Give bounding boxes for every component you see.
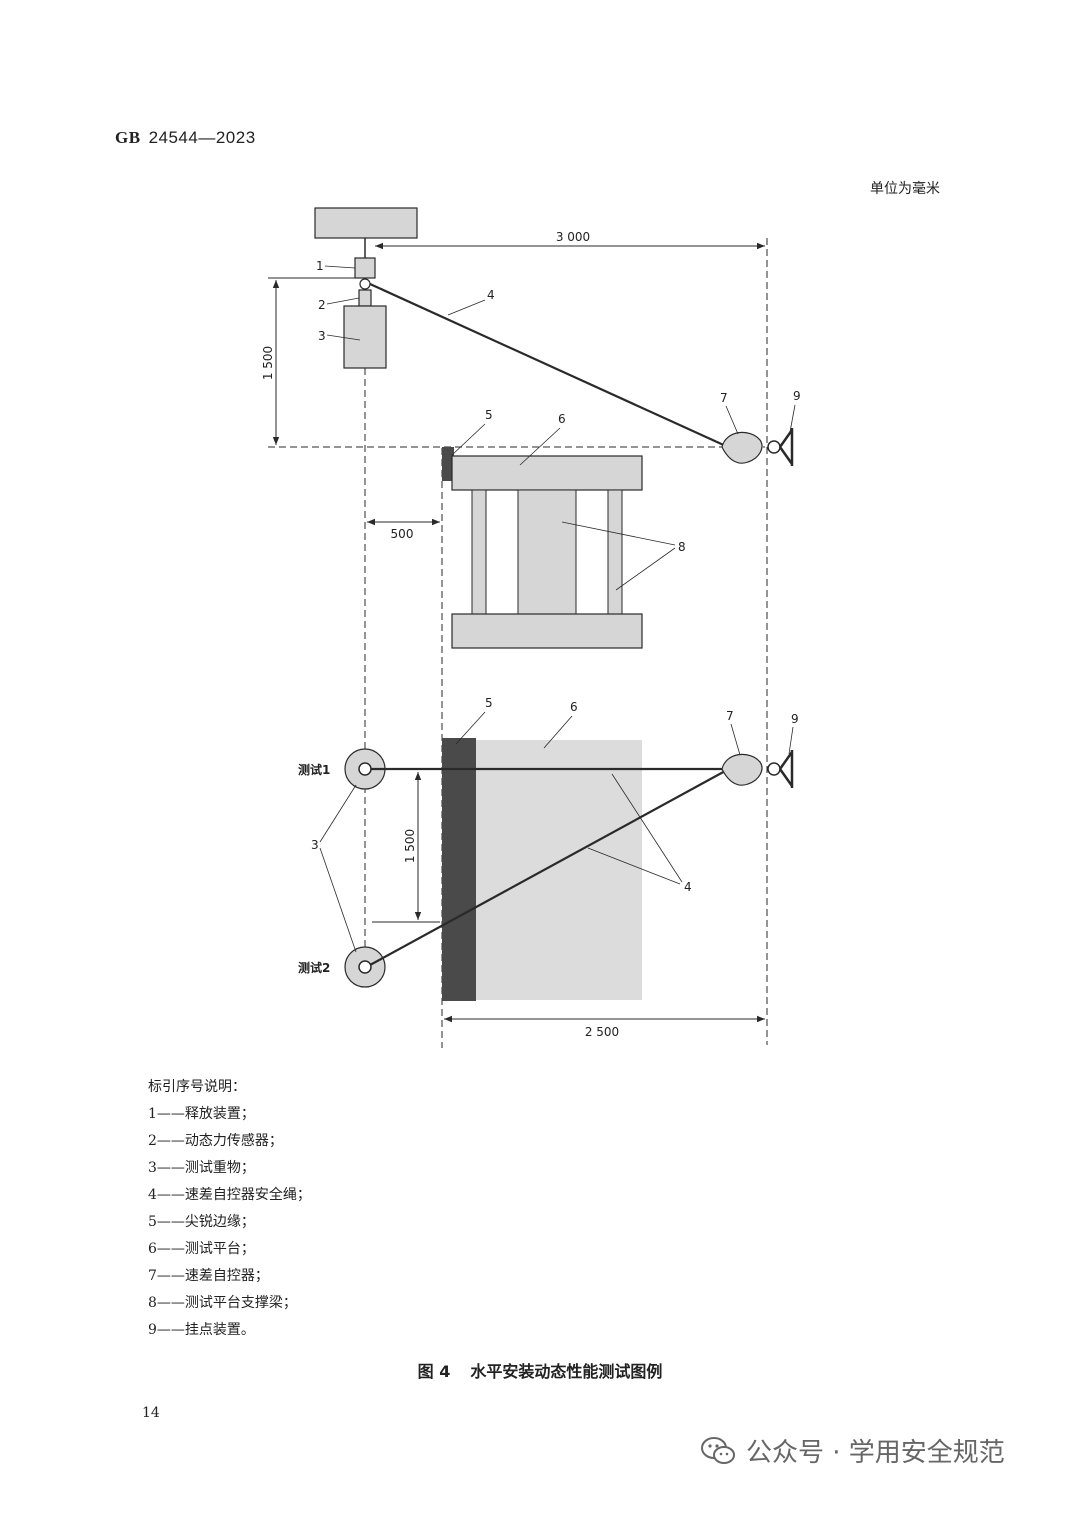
test2-label: 测试2 (298, 960, 330, 975)
watermark: 公众号 · 学用安全规范 (700, 1432, 1005, 1469)
test-weight (343, 305, 387, 369)
leader-2 (326, 297, 360, 305)
standard-prefix: GB (115, 128, 141, 147)
leader-lower-4b (587, 847, 681, 885)
leader-8a (561, 521, 676, 546)
anchor-ring-lower (767, 762, 781, 776)
leader-3 (326, 334, 361, 341)
leader-7 (725, 405, 739, 435)
callout-lower-4: 4 (684, 880, 692, 894)
legend-item: 3——测试重物； (148, 1160, 255, 1176)
figure-caption: 图 4 水平安装动态性能测试图例 (0, 1358, 1080, 1382)
anchor-ring-upper (767, 440, 781, 454)
anchor-bracket-lower (778, 750, 794, 788)
support-beam-right (607, 489, 623, 615)
legend-item: 9——挂点装置。 (148, 1322, 255, 1338)
figure-number: 图 4 (417, 1362, 451, 1381)
ceiling-mount (314, 207, 418, 239)
support-beam-center (517, 489, 577, 615)
lanyard-upper (369, 282, 729, 449)
legend-item: 8——测试平台支撑梁； (148, 1295, 297, 1311)
dim-500-label: 500 (391, 527, 414, 541)
platform-top (451, 455, 643, 491)
leader-4 (447, 299, 486, 316)
support-beam-left (471, 489, 487, 615)
lanyard-test2 (369, 769, 728, 966)
leader-lower-5 (455, 711, 486, 745)
leader-lower-9 (788, 726, 794, 755)
leader-9 (789, 404, 796, 433)
callout-8: 8 (678, 540, 686, 554)
sharp-edge-upper (442, 447, 454, 481)
leader-5 (451, 423, 486, 456)
callout-5: 5 (485, 408, 493, 422)
legend-item: 7——速差自控器； (148, 1268, 269, 1284)
legend-item: 6——测试平台； (148, 1241, 255, 1257)
legend-title: 标引序号说明： (148, 1079, 246, 1095)
sharp-edge-lower (442, 738, 476, 1001)
legend-item: 1——释放装置； (148, 1106, 255, 1122)
callout-1: 1 (316, 259, 324, 273)
leader-lower-3b (319, 847, 357, 953)
leader-6 (519, 427, 561, 466)
dim-2500-label: 2 500 (585, 1025, 619, 1039)
page-number: 14 (142, 1405, 160, 1421)
figure-title: 水平安装动态性能测试图例 (470, 1362, 663, 1381)
leader-1 (324, 265, 356, 269)
dim-1500-lower-label: 1 500 (403, 829, 417, 863)
release-device (354, 257, 376, 279)
test-setup-diagram: 3 000 1 500 500 1 2 3 4 5 6 7 8 9 测试1 测 (261, 207, 801, 1048)
callout-6: 6 (558, 412, 566, 426)
test1-weight-center (358, 762, 372, 776)
legend-item: 4——速差自控器安全绳； (148, 1187, 311, 1203)
callout-lower-3: 3 (311, 838, 319, 852)
callout-9: 9 (793, 389, 801, 403)
callout-lower-7: 7 (726, 709, 734, 723)
wechat-icon (700, 1436, 736, 1466)
callout-lower-9: 9 (791, 712, 799, 726)
test1-label: 测试1 (298, 762, 330, 777)
legend-item: 2——动态力传感器； (148, 1133, 283, 1149)
test2-weight-center (358, 960, 372, 974)
dim-3000-label: 3 000 (556, 230, 590, 244)
dim-1500-upper-label: 1 500 (261, 346, 275, 380)
callout-3: 3 (318, 329, 326, 343)
leader-lower-7 (730, 723, 741, 756)
leader-lower-6 (543, 715, 573, 749)
platform-base (451, 613, 643, 649)
platform-area (470, 740, 642, 1000)
callout-4: 4 (487, 288, 495, 302)
callout-2: 2 (318, 298, 326, 312)
watermark-text: 公众号 · 学用安全规范 (746, 1438, 1005, 1468)
leader-lower-4a (611, 773, 683, 883)
legend: 标引序号说明： 1——释放装置； 2——动态力传感器； 3——测试重物； 4——… (148, 1074, 311, 1344)
leader-8b (615, 547, 676, 591)
srl-lower (721, 753, 763, 786)
standard-number: 24544—2023 (148, 128, 256, 147)
callout-lower-6: 6 (570, 700, 578, 714)
leader-lower-3a (319, 784, 357, 843)
release-ring (359, 278, 371, 290)
callout-lower-5: 5 (485, 696, 493, 710)
callout-7: 7 (720, 391, 728, 405)
srl-upper (721, 431, 763, 464)
unit-note: 单位为毫米 (870, 181, 940, 197)
legend-item: 5——尖锐边缘； (148, 1214, 255, 1230)
anchor-bracket-upper (778, 428, 794, 466)
force-sensor (358, 289, 372, 307)
standard-code: GB 24544—2023 (115, 128, 256, 148)
